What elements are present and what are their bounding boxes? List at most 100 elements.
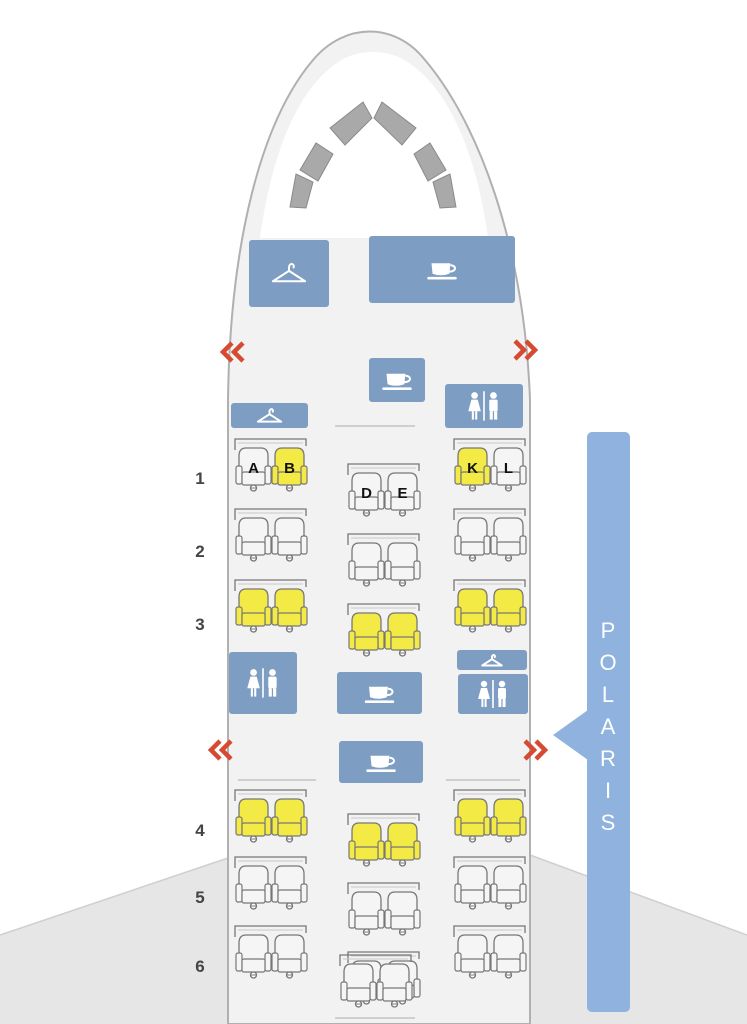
seat-2K[interactable]	[454, 517, 491, 562]
seat-3E[interactable]	[384, 612, 421, 657]
seat-letter: B	[284, 460, 295, 477]
cockpit-window	[299, 142, 334, 182]
seat-1K[interactable]: K	[454, 447, 491, 492]
coffee-cup-icon	[427, 263, 457, 280]
cabin-name-letter: L	[602, 682, 615, 707]
seat-5D[interactable]	[348, 891, 385, 936]
exit-markers	[207, 339, 549, 761]
facility-closet-front-left	[249, 240, 329, 307]
seat-1E[interactable]: E	[384, 472, 421, 517]
seat-pair-row-3-A	[234, 579, 308, 633]
seat-pair-row-2-K	[453, 508, 527, 562]
seat-4L[interactable]	[490, 798, 527, 843]
wing-left	[0, 858, 228, 1024]
wings	[0, 854, 747, 1024]
facility-galley-front-right	[369, 236, 515, 303]
hanger-icon	[481, 654, 503, 667]
nose-cone	[260, 52, 488, 238]
facility-lavatory-mid-right	[458, 674, 528, 714]
seat-6K[interactable]	[454, 934, 491, 979]
row-label: 1	[195, 469, 204, 488]
exit-arrow-right-icon	[523, 739, 549, 761]
cockpit-window	[432, 173, 457, 209]
seat-7E[interactable]	[376, 963, 413, 1008]
cabin-name-letter: A	[601, 714, 617, 739]
seat-2A[interactable]	[235, 517, 272, 562]
cabin-name-letter: I	[605, 778, 612, 803]
exit-arrow-right-icon	[513, 339, 539, 361]
seat-3D[interactable]	[348, 612, 385, 657]
seat-3K[interactable]	[454, 588, 491, 633]
seat-4K[interactable]	[454, 798, 491, 843]
coffee-cup-icon	[366, 755, 396, 772]
facility-galley-front-center	[369, 358, 425, 402]
cabin-name-letter: R	[600, 746, 617, 771]
row-label: 4	[195, 821, 205, 840]
seat-letter: A	[248, 460, 259, 477]
facility-galley-mid-center	[337, 672, 422, 714]
coffee-cup-icon	[364, 686, 395, 703]
lavatory-icon	[478, 680, 506, 708]
lavatory-icon	[468, 391, 498, 421]
seat-pair-row-4-A	[234, 789, 308, 843]
exit-arrow-left-icon	[219, 341, 245, 363]
cockpit-window	[373, 101, 417, 146]
cockpit-window	[289, 173, 314, 209]
seat-4D[interactable]	[348, 822, 385, 867]
seat-5K[interactable]	[454, 865, 491, 910]
seat-5A[interactable]	[235, 865, 272, 910]
seat-pair-row-4-K	[453, 789, 527, 843]
exit-arrow-left-icon	[207, 739, 233, 761]
seat-letter: K	[467, 460, 478, 477]
seat-6L[interactable]	[490, 934, 527, 979]
seat-2B[interactable]	[271, 517, 308, 562]
row-label: 2	[195, 542, 204, 561]
seat-1B[interactable]: B	[271, 447, 308, 492]
seat-2E[interactable]	[384, 542, 421, 587]
cabin-band-pointer	[553, 710, 588, 760]
facility-lavatory-front-right	[445, 384, 523, 428]
seat-5L[interactable]	[490, 865, 527, 910]
seat-1A[interactable]: A	[235, 447, 272, 492]
seat-1D[interactable]: D	[348, 472, 385, 517]
seat-3L[interactable]	[490, 588, 527, 633]
row-label: 5	[195, 888, 204, 907]
seat-pair-row-5-A	[234, 856, 308, 910]
seat-7D[interactable]	[340, 963, 377, 1008]
seat-2L[interactable]	[490, 517, 527, 562]
seat-pair-row-3-K	[453, 579, 527, 633]
facility-closet-left	[231, 403, 308, 428]
seat-pair-row-3-D	[347, 603, 421, 657]
seat-3A[interactable]	[235, 588, 272, 633]
cockpit-window	[413, 142, 447, 182]
coffee-cup-icon	[382, 373, 412, 390]
seat-6A[interactable]	[235, 934, 272, 979]
wing-right	[530, 855, 747, 1024]
cockpit-window	[329, 101, 373, 146]
seat-5B[interactable]	[271, 865, 308, 910]
row-label: 3	[195, 615, 204, 634]
seat-3B[interactable]	[271, 588, 308, 633]
seat-6B[interactable]	[271, 934, 308, 979]
seat-2D[interactable]	[348, 542, 385, 587]
cabin-name-letter: P	[601, 618, 617, 643]
row-label: 6	[195, 957, 204, 976]
seat-1L[interactable]: L	[490, 447, 527, 492]
seat-4B[interactable]	[271, 798, 308, 843]
lavatory-icon	[247, 668, 277, 698]
cockpit-windows	[289, 101, 457, 209]
seat-pair-row-6-A	[234, 925, 308, 979]
seat-4A[interactable]	[235, 798, 272, 843]
seat-5E[interactable]	[384, 891, 421, 936]
hanger-icon	[271, 263, 307, 283]
row-labels: 1 2 3 4 5 6	[195, 469, 205, 976]
seat-4E[interactable]	[384, 822, 421, 867]
seat-letter: E	[397, 485, 407, 502]
facilities	[229, 236, 528, 783]
facility-lavatory-mid-left	[229, 652, 297, 714]
seat-pair-row-4-D	[347, 813, 421, 867]
seat-pair-row-2-D	[347, 533, 421, 587]
